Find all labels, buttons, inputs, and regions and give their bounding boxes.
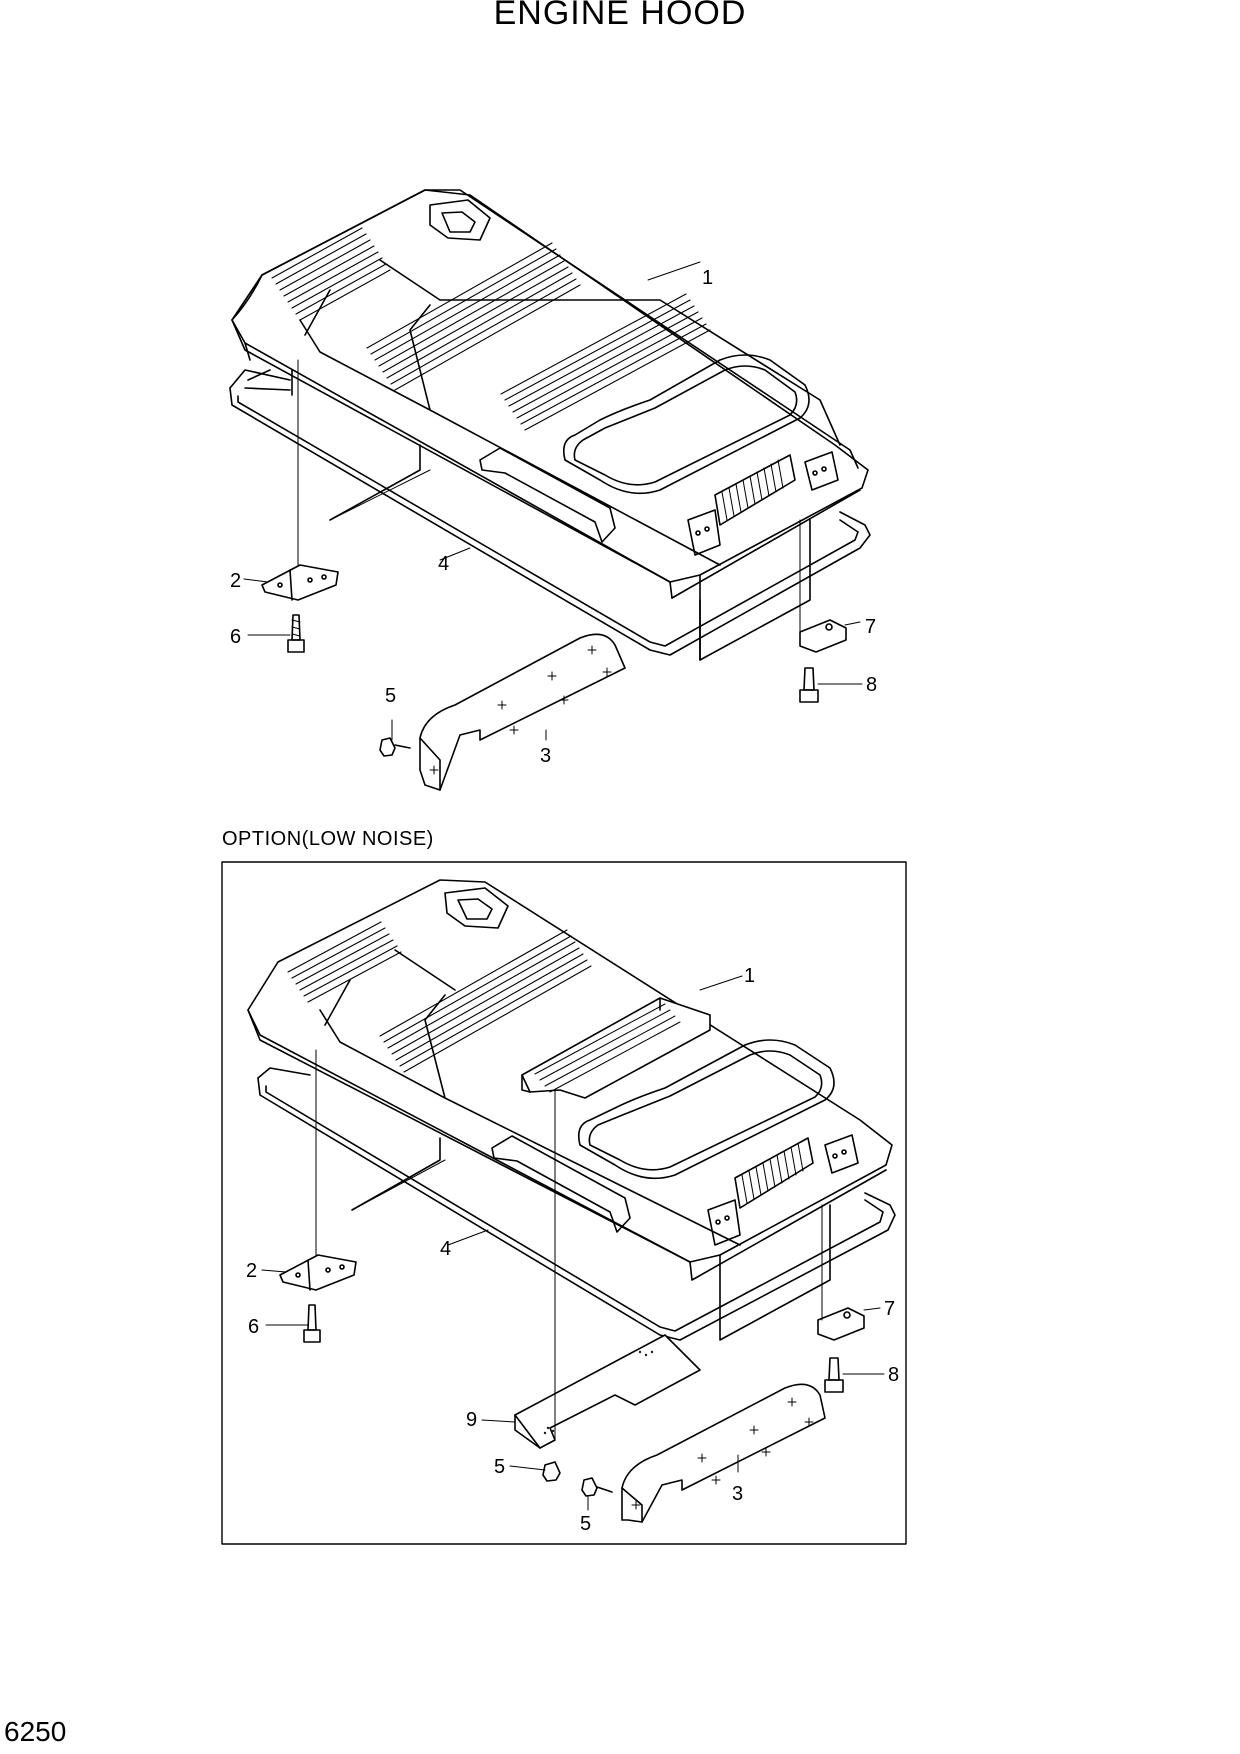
callout-3: 3 xyxy=(540,745,551,767)
hood-frame-seal xyxy=(229,369,871,656)
option-stopper-bolt xyxy=(824,1357,844,1393)
option-callout-4: 4 xyxy=(440,1238,451,1260)
side-cover xyxy=(419,633,626,791)
page-number: 6250 xyxy=(4,1716,67,1747)
hood-hinge xyxy=(261,564,339,601)
callout-2: 2 xyxy=(230,570,241,592)
option-callout-8: 8 xyxy=(888,1364,899,1386)
stopper-bolt xyxy=(799,667,819,703)
engine-hood-panel xyxy=(231,189,869,661)
callout-4: 4 xyxy=(438,553,449,575)
option-callout-6: 6 xyxy=(248,1316,259,1338)
option-callout-2: 2 xyxy=(246,1260,257,1282)
option-callout-5a: 5 xyxy=(494,1456,505,1478)
callout-5: 5 xyxy=(385,685,396,707)
callout-8: 8 xyxy=(866,674,877,696)
option-side-cover-bolt xyxy=(581,1477,613,1497)
option-plate-bolt xyxy=(542,1461,561,1482)
side-cover-bolt xyxy=(379,737,411,757)
hinge-bolt xyxy=(287,614,305,653)
standard-callouts: 1 2 3 4 5 6 7 8 xyxy=(230,267,877,767)
rubber-stopper xyxy=(799,619,847,653)
callout-6: 6 xyxy=(230,626,241,648)
option-callout-5b: 5 xyxy=(580,1513,591,1535)
option-callout-9: 9 xyxy=(466,1409,477,1431)
option-leader-lines xyxy=(261,975,885,1511)
option-side-cover xyxy=(621,1383,826,1523)
option-label: OPTION(LOW NOISE) xyxy=(222,828,434,850)
option-engine-hood-panel xyxy=(247,879,893,1341)
leader-lines xyxy=(243,261,863,741)
option-callouts: 1 2 3 4 5 5 6 7 8 9 xyxy=(246,965,899,1535)
option-hood-frame-seal xyxy=(257,1067,896,1341)
option-rubber-stopper xyxy=(817,1307,865,1341)
option-callout-7: 7 xyxy=(884,1298,895,1320)
standard-assembly: 1 2 3 4 5 6 7 8 xyxy=(229,189,877,791)
option-hinge-bolt xyxy=(303,1304,321,1343)
page-title: ENGINE HOOD xyxy=(493,0,747,32)
callout-7: 7 xyxy=(865,616,876,638)
option-callout-3: 3 xyxy=(732,1483,743,1505)
callout-1: 1 xyxy=(702,267,713,289)
option-assembly: 1 2 3 4 5 5 6 7 8 9 xyxy=(246,879,899,1535)
sound-absorber-plate xyxy=(514,1334,701,1449)
option-hood-hinge xyxy=(279,1254,357,1291)
option-callout-1: 1 xyxy=(744,965,755,987)
option-box-frame xyxy=(221,861,907,1545)
